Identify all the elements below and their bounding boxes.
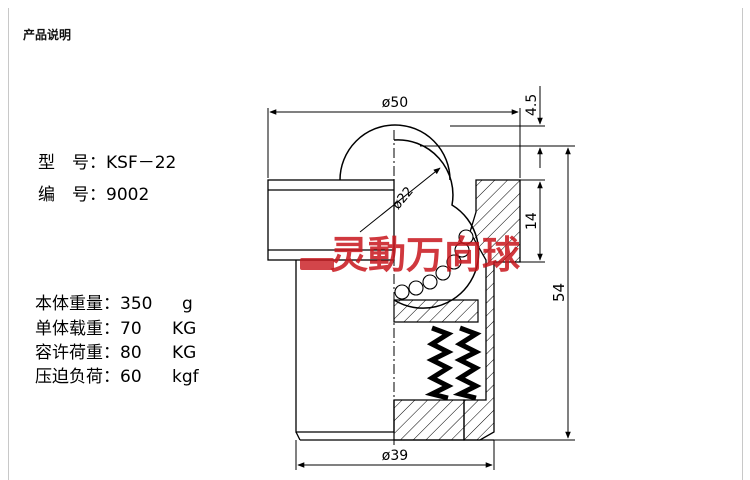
spec-allow-load: 容许荷重：80 KG: [35, 338, 196, 363]
spec-unit-load: 单体载重：70 KG: [35, 314, 196, 339]
spec-model-value: KSF－22: [106, 153, 177, 173]
watermark-logo: 灵動万向球: [300, 233, 521, 277]
spec-allow-load-value: 80: [120, 343, 142, 363]
spec-model-label: 型 号：: [38, 153, 106, 173]
spec-unit-load-unit: KG: [172, 319, 197, 339]
spec-number-label: 编 号：: [38, 185, 106, 205]
section-title: 产品说明: [23, 28, 72, 42]
main-ball: [339, 124, 480, 309]
dim-total-height: 54: [550, 283, 568, 302]
dim-flange-height: 14: [524, 212, 540, 230]
spec-press-load-label: 压迫负荷：: [35, 367, 120, 387]
spec-unit-load-label: 单体载重：: [35, 319, 120, 339]
spec-unit-load-value: 70: [120, 319, 142, 339]
dim-protrusion: 4.5: [524, 94, 540, 116]
spec-body-weight: 本体重量：350 g: [35, 289, 193, 314]
base-section-hatch: [393, 399, 465, 441]
spec-press-load-unit: kgf: [172, 367, 199, 387]
spring: [424, 325, 482, 401]
body-outline: [295, 260, 395, 433]
spec-press-load-value: 60: [120, 367, 142, 387]
watermark-text: 灵動万向球: [330, 233, 521, 277]
spec-body-weight-value: 350: [120, 294, 153, 314]
spec-allow-load-label: 容许荷重：: [35, 343, 120, 363]
spec-body-weight-label: 本体重量：: [35, 294, 120, 314]
seat-section-hatch: [393, 299, 479, 323]
dim-ball-diameter-line: [359, 167, 441, 233]
watermark-seal: [300, 258, 334, 270]
spec-model: 型 号：KSF－22: [38, 148, 176, 173]
body-chamfer: [295, 431, 301, 441]
spec-number: 编 号：9002: [38, 180, 149, 205]
dim-top-diameter: ø50: [382, 95, 408, 111]
spec-allow-load-unit: KG: [172, 343, 197, 363]
spec-number-value: 9002: [106, 185, 150, 205]
dim-bottom-diameter: ø39: [382, 448, 408, 464]
spec-press-load: 压迫负荷：60 kgf: [35, 362, 199, 387]
support-balls: [394, 229, 474, 300]
content-frame: [8, 8, 743, 480]
spec-body-weight-unit: g: [182, 294, 193, 314]
